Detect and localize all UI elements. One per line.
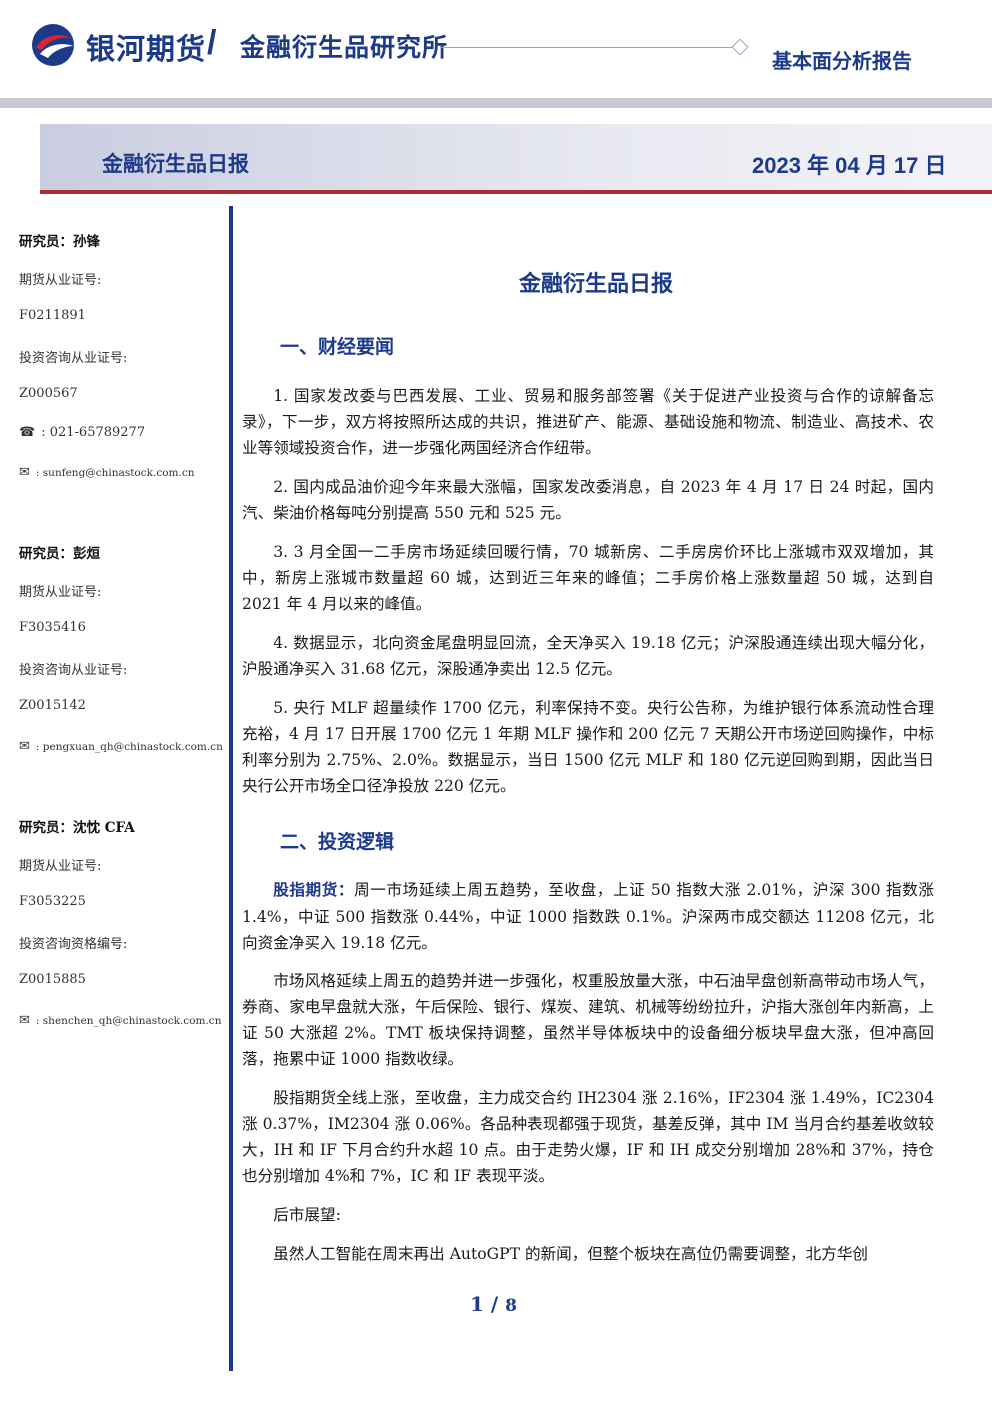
researcher-name: 研究员：沈忱 CFA bbox=[19, 820, 135, 836]
cert-number: F0211891 bbox=[19, 308, 86, 323]
header-band bbox=[0, 98, 992, 108]
banner-underline bbox=[40, 190, 992, 194]
outlook-paragraph: 虽然人工智能在周末再出 AutoGPT 的新闻，但整个板块在高位仍需要调整，北方… bbox=[273, 1245, 869, 1263]
outlook-label: 后市展望: bbox=[273, 1206, 341, 1224]
header-slash: / bbox=[207, 24, 217, 62]
logic-paragraph: 股指期货全线上涨，至收盘，主力成交合约 IH2304 涨 2.16%，IF230… bbox=[242, 1089, 934, 1185]
email-icon: ✉ bbox=[19, 739, 30, 754]
email-icon: ✉ bbox=[19, 1013, 30, 1028]
brand-name: 银河期货 bbox=[86, 34, 207, 66]
consult-number: Z0015142 bbox=[19, 698, 86, 713]
cert-number: F3035416 bbox=[19, 620, 86, 635]
researcher-name: 研究员：孙锋 bbox=[19, 234, 100, 250]
report-date: 2023 年 04 月 17 日 bbox=[752, 153, 947, 178]
title-banner bbox=[40, 124, 992, 192]
page-number: 1 / 8 bbox=[470, 1292, 517, 1316]
document-title: 金融衍生品日报 bbox=[519, 271, 674, 296]
email-row: ✉: sunfeng@chinastock.com.cn bbox=[19, 465, 195, 480]
header-divider-line bbox=[440, 47, 732, 48]
report-type: 基本面分析报告 bbox=[772, 51, 912, 73]
email-icon: ✉ bbox=[19, 465, 30, 480]
email-row: ✉: shenchen_qh@chinastock.com.cn bbox=[19, 1013, 222, 1028]
news-item: 2. 国内成品油价迎今年来最大涨幅，国家发改委消息，自 2023 年 4 月 1… bbox=[242, 478, 934, 522]
email-address[interactable]: shenchen_qh@chinastock.com.cn bbox=[42, 1015, 222, 1027]
page-current: 1 bbox=[470, 1292, 484, 1316]
logic-paragraph: 股指期货：周一市场延续上周五趋势，至收盘，上证 50 指数大涨 2.01%，沪深… bbox=[242, 877, 934, 956]
email-address[interactable]: pengxuan_qh@chinastock.com.cn bbox=[42, 741, 223, 753]
consult-label: 投资咨询从业证号: bbox=[19, 351, 128, 366]
news-item: 3. 3 月全国一二手房市场延续回暖行情，70 城新房、二手房房价环比上涨城市双… bbox=[242, 543, 934, 613]
consult-number: Z000567 bbox=[19, 386, 78, 401]
cert-label: 期货从业证号: bbox=[19, 585, 102, 600]
phone-number: 021-65789277 bbox=[49, 425, 146, 440]
diamond-icon bbox=[731, 38, 749, 56]
page-total: 8 bbox=[505, 1296, 518, 1316]
banner-title: 金融衍生品日报 bbox=[102, 153, 249, 176]
email-row: ✉: pengxuan_qh@chinastock.com.cn bbox=[19, 739, 223, 754]
researcher-name: 研究员：彭烜 bbox=[19, 546, 100, 562]
email-address[interactable]: sunfeng@chinastock.com.cn bbox=[42, 467, 195, 479]
cert-label: 期货从业证号: bbox=[19, 273, 102, 288]
cert-label: 期货从业证号: bbox=[19, 859, 102, 874]
sidebar-divider bbox=[229, 206, 233, 1371]
cert-number: F3053225 bbox=[19, 894, 86, 909]
section-heading-logic: 二、投资逻辑 bbox=[280, 832, 395, 853]
consult-label: 投资咨询资格编号: bbox=[19, 937, 128, 952]
news-item: 5. 央行 MLF 超量续作 1700 亿元，利率保持不变。央行公告称，为维护银… bbox=[242, 699, 934, 795]
logic-text: 周一市场延续上周五趋势，至收盘，上证 50 指数大涨 2.01%，沪深 300 … bbox=[242, 881, 934, 952]
news-item: 1. 国家发改委与巴西发展、工业、贸易和服务部签署《关于促进产业投资与合作的谅解… bbox=[242, 387, 934, 457]
section-heading-news: 一、财经要闻 bbox=[280, 337, 395, 358]
galaxy-logo-icon bbox=[32, 24, 74, 66]
logic-paragraph: 市场风格延续上周五的趋势并进一步强化，权重股放量大涨，中石油早盘创新高带动市场人… bbox=[242, 972, 934, 1068]
phone-icon: ☎ bbox=[19, 425, 36, 440]
logic-label: 股指期货： bbox=[273, 882, 355, 899]
page-separator: / bbox=[490, 1292, 499, 1316]
consult-number: Z0015885 bbox=[19, 972, 86, 987]
institute-name: 金融衍生品研究所 bbox=[240, 34, 449, 62]
phone-row: ☎: 021-65789277 bbox=[19, 425, 146, 440]
consult-label: 投资咨询从业证号: bbox=[19, 663, 128, 678]
news-item: 4. 数据显示，北向资金尾盘明显回流，全天净买入 19.18 亿元；沪深股通连续… bbox=[242, 634, 934, 678]
